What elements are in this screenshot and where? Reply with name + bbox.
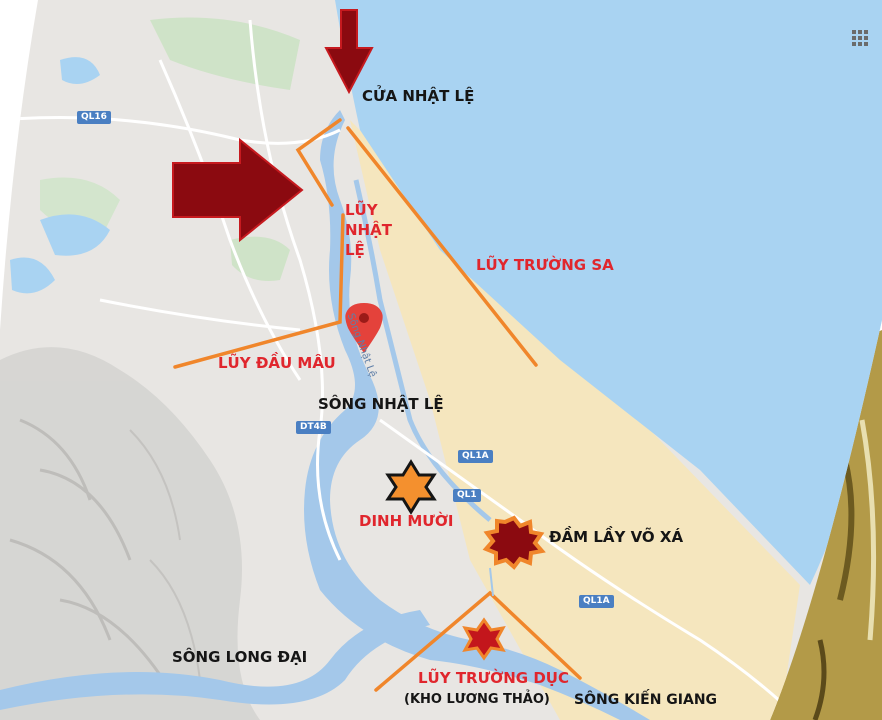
label-song-nhat-le: SÔNG NHẬT LỆ xyxy=(318,395,444,413)
label-luy-nhat-le: LŨY NHẬT LỆ xyxy=(345,200,392,260)
road-badge-ql16: QL16 xyxy=(77,111,111,124)
right-arrow-icon xyxy=(172,137,304,243)
label-dinh-muoi: DINH MƯỜI xyxy=(359,512,454,530)
road-badge-dt4b: DT4B xyxy=(296,421,331,434)
lakes xyxy=(10,57,110,294)
star-outline-icon xyxy=(385,459,437,515)
explosion-icon xyxy=(482,515,546,570)
hills-terrain xyxy=(0,347,260,720)
map-pin-icon[interactable] xyxy=(345,303,383,353)
label-luy-truong-duc: LŨY TRƯỜNG DỤC xyxy=(418,669,569,687)
label-song-kien-giang: SÔNG KIẾN GIANG xyxy=(574,692,718,708)
road-badge-ql1a: QL1A xyxy=(458,450,493,463)
road-badge-ql1a-south: QL1A xyxy=(579,595,614,608)
luy-dau-mau-line xyxy=(173,213,345,369)
luy-nhat-le-upper-line xyxy=(295,118,342,207)
label-cua-nhat-le: CỬA NHẬT LỆ xyxy=(362,87,475,105)
star-icon xyxy=(462,617,506,661)
river-channel xyxy=(353,179,492,522)
river-long-dai xyxy=(0,610,430,710)
label-luy-dau-mau: LŨY ĐẦU MÂU xyxy=(218,354,336,372)
down-arrow-icon xyxy=(324,9,374,95)
luy-truong-sa-line xyxy=(346,126,538,367)
label-dam-lay-vo-xa: ĐẦM LẦY VÕ XÁ xyxy=(549,528,684,546)
defense-lines xyxy=(173,118,582,692)
label-luy-truong-sa: LŨY TRƯỜNG SA xyxy=(476,256,614,274)
park-areas xyxy=(40,17,300,281)
label-kho-luong-thao: (KHO LƯƠNG THẢO) xyxy=(404,692,550,707)
luy-truong-duc-line xyxy=(374,590,582,692)
canal xyxy=(489,567,494,597)
sea xyxy=(335,0,882,585)
river-nhat-le xyxy=(304,110,650,720)
label-luy-nhat-le-line3: LỆ xyxy=(345,241,365,259)
road-badge-ql1: QL1 xyxy=(453,489,481,502)
label-luy-nhat-le-line2: NHẬT xyxy=(345,221,392,239)
label-luy-nhat-le-line1: LŨY xyxy=(345,201,378,219)
label-song-long-dai: SÔNG LONG ĐẠI xyxy=(172,648,308,666)
grid-icon[interactable] xyxy=(852,30,868,46)
